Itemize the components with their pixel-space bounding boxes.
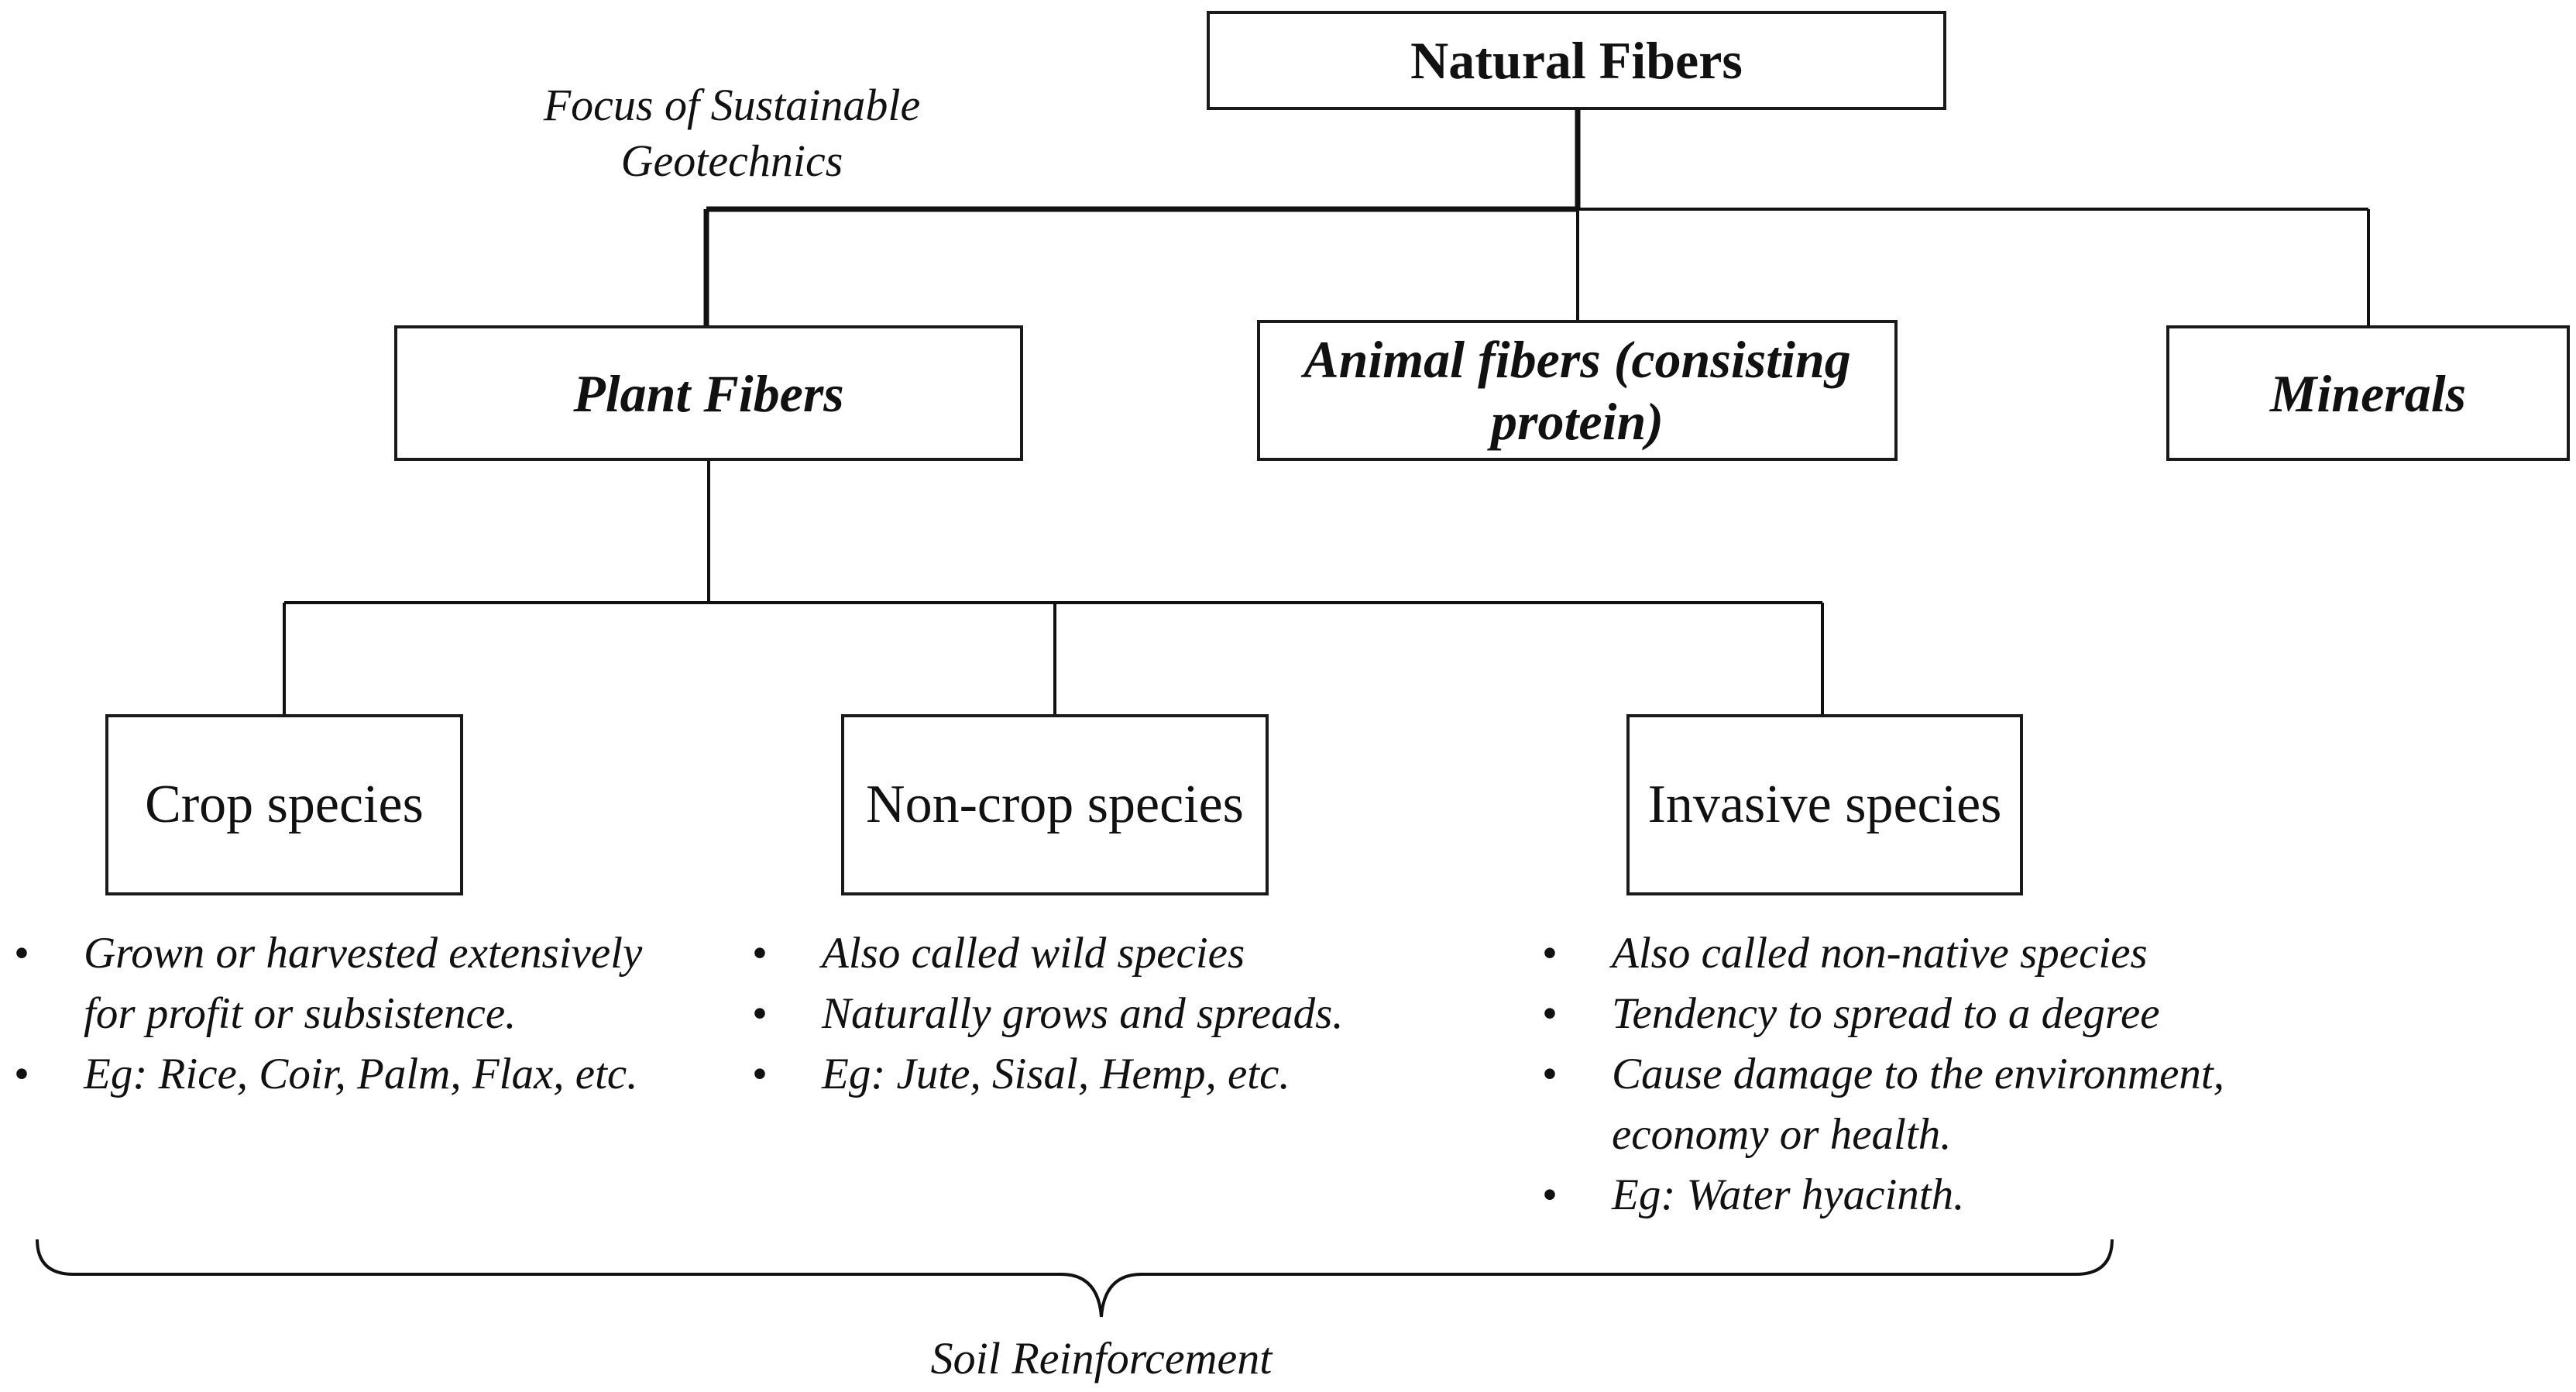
invasive-bullet-4: Eg: Water hyacinth. xyxy=(1537,1165,2358,1225)
focus-note-line1: Focus of Sustainable xyxy=(543,80,921,130)
invasive-bullet-3: Cause damage to the environment, economy… xyxy=(1537,1044,2358,1165)
noncrop-bullet-2: Naturally grows and spreads. xyxy=(747,984,1522,1044)
invasive-bullet-2: Tendency to spread to a degree xyxy=(1537,984,2358,1044)
noncrop-bullet-3: Eg: Jute, Sisal, Hemp, etc. xyxy=(747,1044,1522,1105)
node-invasive-species: Invasive species xyxy=(1626,714,2023,895)
noncrop-species-bullets: Also called wild species Naturally grows… xyxy=(747,923,1522,1105)
soil-reinforcement-label: Soil Reinforcement xyxy=(930,1333,1273,1383)
node-plant-fibers: Plant Fibers xyxy=(394,325,1023,461)
invasive-species-bullets: Also called non-native species Tendency … xyxy=(1537,923,2358,1225)
node-minerals: Minerals xyxy=(2166,325,2570,461)
root-node-natural-fibers: Natural Fibers xyxy=(1207,11,1946,110)
root-node-label: Natural Fibers xyxy=(1410,30,1743,90)
crop-species-bullets: Grown or harvested extensively for profi… xyxy=(9,923,675,1105)
minerals-label: Minerals xyxy=(2269,363,2467,423)
animal-fibers-line2: protein) xyxy=(1491,392,1664,451)
animal-fibers-line1: Animal fibers (consisting xyxy=(1303,330,1851,389)
node-noncrop-species: Non-crop species xyxy=(841,714,1269,895)
soil-reinforcement-brace xyxy=(36,1239,2114,1318)
focus-note: Focus of Sustainable Geotechnics xyxy=(465,77,999,189)
invasive-species-label: Invasive species xyxy=(1647,775,2002,834)
node-animal-fibers: Animal fibers (consisting protein) xyxy=(1257,320,1898,461)
noncrop-bullet-1: Also called wild species xyxy=(747,923,1522,984)
plant-fibers-label: Plant Fibers xyxy=(573,363,844,423)
invasive-bullet-1: Also called non-native species xyxy=(1537,923,2358,984)
crop-bullet-2: Eg: Rice, Coir, Palm, Flax, etc. xyxy=(9,1044,675,1105)
crop-species-label: Crop species xyxy=(145,775,424,834)
node-crop-species: Crop species xyxy=(105,714,463,895)
crop-bullet-1: Grown or harvested extensively for profi… xyxy=(9,923,675,1044)
focus-note-line2: Geotechnics xyxy=(620,136,843,186)
noncrop-species-label: Non-crop species xyxy=(866,775,1244,834)
